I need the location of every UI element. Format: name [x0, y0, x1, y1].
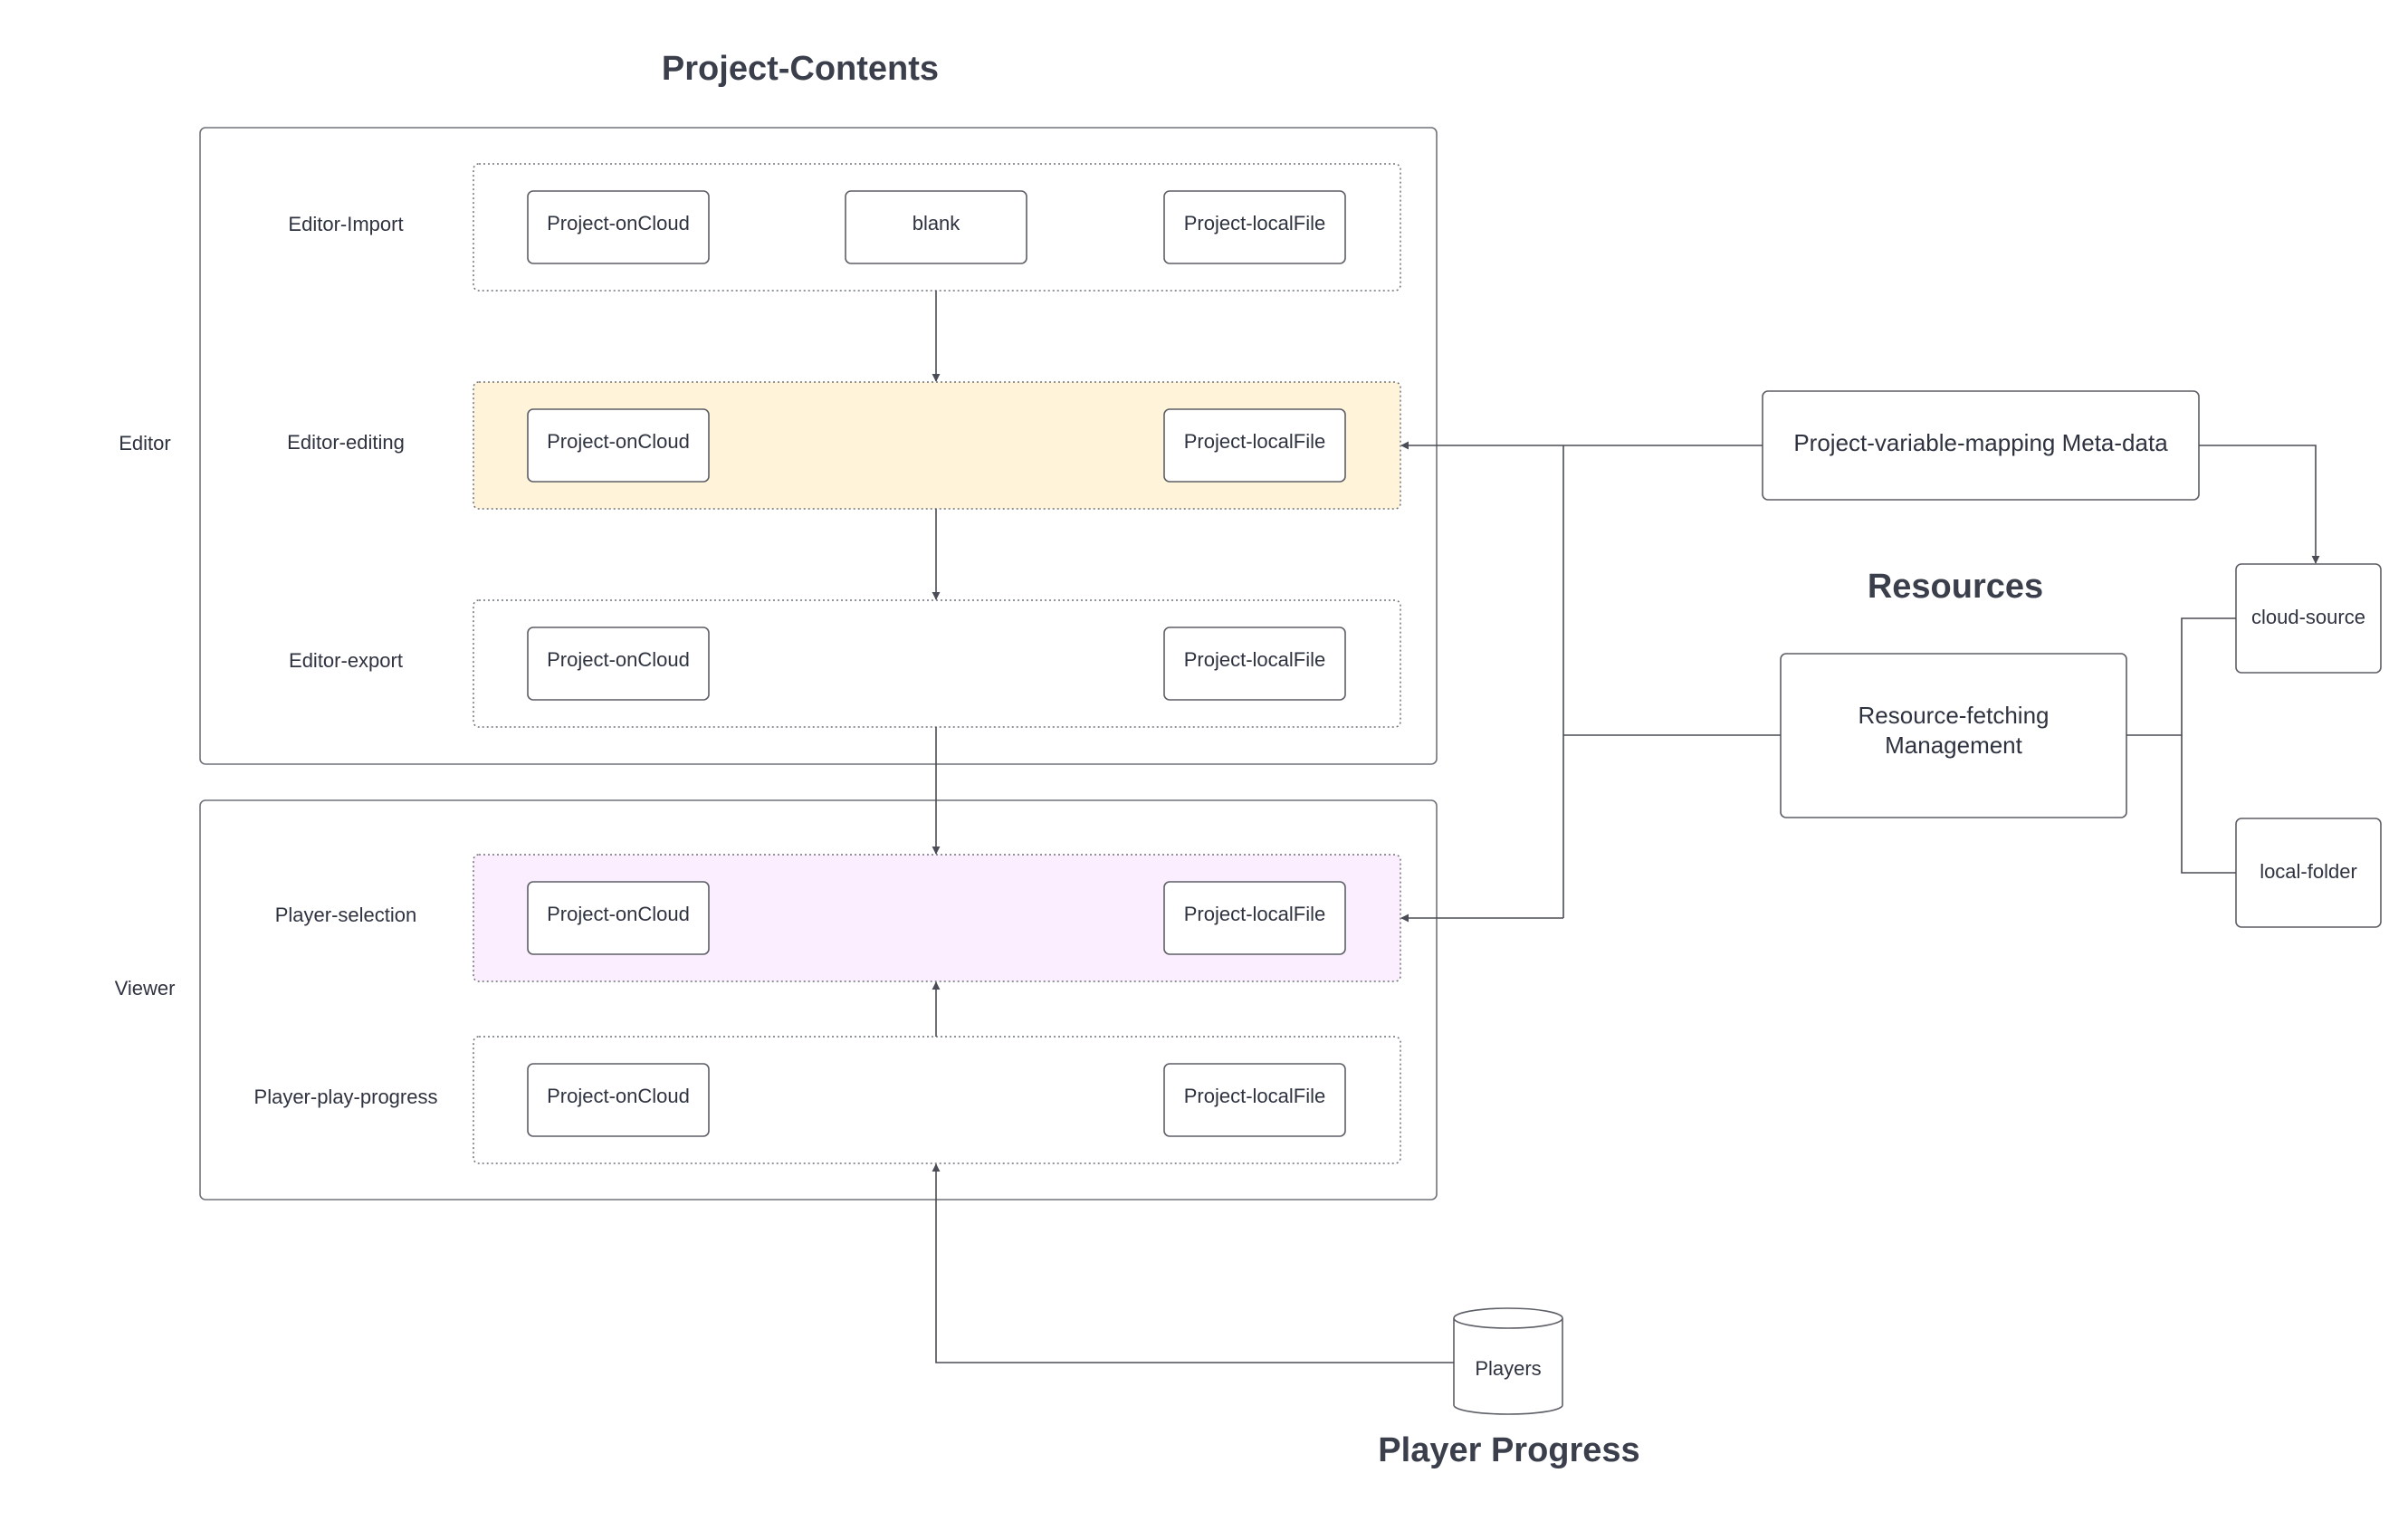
- player-progress-title: Player Progress: [1378, 1431, 1639, 1469]
- local-folder-label: local-folder: [2260, 860, 2357, 883]
- fetching-to-cloud-source-connector: [2126, 617, 2236, 736]
- player-progress-local-label: Project-localFile: [1184, 1085, 1326, 1107]
- players-database: [1453, 1307, 1563, 1415]
- players-database-label: Players: [1475, 1357, 1541, 1380]
- editor-group-label: Editor: [119, 432, 170, 454]
- player-progress-cloud-node: [527, 1063, 710, 1137]
- player-selection-local-node: [1163, 881, 1346, 955]
- player-play-progress-label: Player-play-progress: [254, 1086, 438, 1108]
- editor-import-cloud-node: [527, 190, 710, 264]
- fetching-to-local-folder-connector: [2181, 735, 2236, 874]
- editor-export-label: Editor-export: [289, 649, 403, 672]
- editor-import-blank-node: [845, 190, 1027, 264]
- cloud-source-label: cloud-source: [2251, 606, 2365, 628]
- resource-fetching-label-1: Resource-fetching: [1859, 702, 2050, 729]
- editor-import-cloud-label: Project-onCloud: [547, 212, 690, 234]
- player-progress-cloud-label: Project-onCloud: [547, 1085, 690, 1107]
- resource-fetching-label-2: Management: [1885, 732, 2023, 759]
- metadata-label: Project-variable-mapping Meta-data: [1793, 429, 2168, 456]
- player-progress-local-node: [1163, 1063, 1346, 1137]
- player-selection-label: Player-selection: [275, 904, 417, 926]
- player-selection-cloud-label: Project-onCloud: [547, 903, 690, 925]
- editor-import-label: Editor-Import: [288, 213, 403, 235]
- player-selection-cloud-node: [527, 881, 710, 955]
- resources-title: Resources: [1868, 568, 2043, 606]
- editor-export-local-node: [1163, 627, 1346, 701]
- editor-import-blank-label: blank: [913, 212, 961, 234]
- editor-export-local-label: Project-localFile: [1184, 648, 1326, 671]
- editor-editing-local-label: Project-localFile: [1184, 430, 1326, 453]
- editor-editing-cloud-label: Project-onCloud: [547, 430, 690, 453]
- editor-editing-cloud-node: [527, 408, 710, 483]
- editor-import-local-node: [1163, 190, 1346, 264]
- metadata-to-cloud-source-connector: [2199, 445, 2320, 564]
- editor-import-local-label: Project-localFile: [1184, 212, 1326, 234]
- viewer-group-label: Viewer: [115, 977, 176, 1000]
- editor-export-cloud-label: Project-onCloud: [547, 648, 690, 671]
- editor-editing-label: Editor-editing: [287, 431, 405, 454]
- editor-editing-local-node: [1163, 408, 1346, 483]
- editor-export-cloud-node: [527, 627, 710, 701]
- player-selection-local-label: Project-localFile: [1184, 903, 1326, 925]
- project-contents-title: Project-Contents: [662, 50, 939, 88]
- players-to-play-progress-arrow: [932, 1163, 1454, 1363]
